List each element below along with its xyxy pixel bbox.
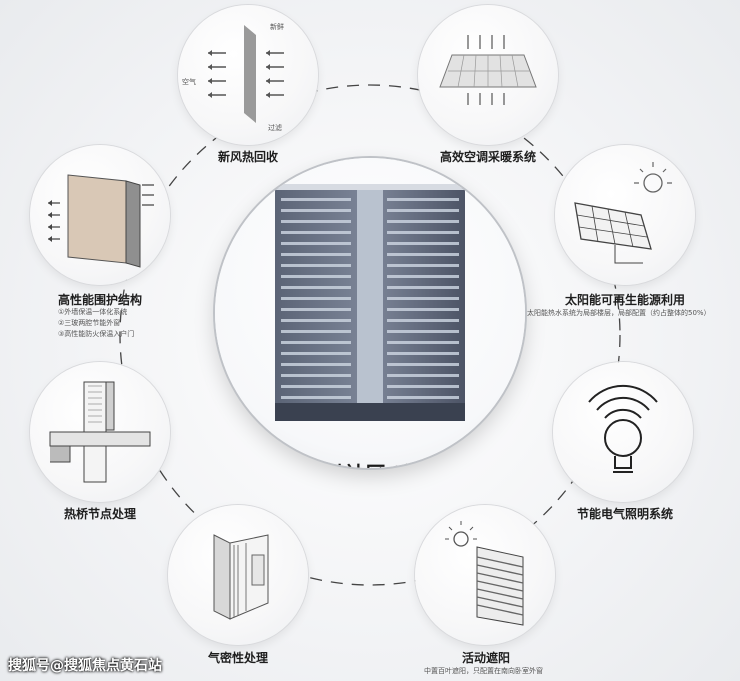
- envelope-note-3: ③高性能防火保温入户门: [58, 330, 135, 338]
- insulated-wall-icon: [48, 174, 154, 268]
- envelope-circle: [30, 145, 170, 285]
- building-floor-band: [387, 220, 459, 223]
- building-floor-band: [387, 308, 459, 311]
- building-floor-band: [281, 297, 351, 300]
- building-floor-band: [281, 231, 351, 234]
- building-floor-band: [281, 319, 351, 322]
- wall-section-icon: [49, 381, 151, 483]
- tag-fresh: 新鲜: [270, 23, 284, 31]
- shading-label: 活动遮阳: [461, 651, 511, 665]
- hvac-label: 高效空调采暖系统: [439, 150, 537, 164]
- building-floor-band: [387, 286, 459, 289]
- envelope-note-2: ②三玻两腔节能外窗: [58, 319, 121, 327]
- fresh-air-label: 新风热回收: [217, 150, 279, 164]
- building-floor-band: [387, 396, 459, 399]
- building-floor-band: [387, 385, 459, 388]
- envelope-label: 高性能围护结构: [57, 293, 143, 307]
- lightbulb-icon: [588, 385, 658, 473]
- tag-air: 空气: [182, 78, 196, 86]
- hvac-circle: [418, 5, 558, 145]
- solar-note: 太阳能热水系统为局部楼层，局部配置（约占整体的50%）: [527, 309, 711, 317]
- building-floor-band: [387, 330, 459, 333]
- building-floor-band: [281, 352, 351, 355]
- building-floor-band: [281, 209, 351, 212]
- building-floor-band: [281, 286, 351, 289]
- building-floor-band: [387, 297, 459, 300]
- solar-panel-icon: [574, 162, 672, 264]
- building-floor-band: [281, 385, 351, 388]
- building-floor-band: [387, 231, 459, 234]
- envelope-note-1: ①外墙保温一体化系统: [58, 308, 128, 316]
- watermark: 搜狐号@搜狐焦点黄石站: [8, 658, 162, 674]
- shading-note: 中置百叶遮阳，只配置在南向卧室外窗: [424, 667, 543, 675]
- building-floor-band: [281, 275, 351, 278]
- building-floor-band: [387, 319, 459, 322]
- building-floor-band: [281, 363, 351, 366]
- airtight-circle: [168, 505, 308, 645]
- building-floor-band: [281, 308, 351, 311]
- building-floor-band: [387, 275, 459, 278]
- lighting-circle: [553, 362, 693, 502]
- building-floor-band: [387, 264, 459, 267]
- building-floor-band: [387, 341, 459, 344]
- center-title: 世界顶科社区·玖海云天: [215, 458, 525, 468]
- building-floor-band: [387, 209, 459, 212]
- fresh-air-icon: [208, 25, 284, 123]
- sun-shade-icon: [445, 521, 524, 626]
- thermal-bridge-label: 热桥节点处理: [63, 507, 137, 521]
- building-floor-band: [281, 198, 351, 201]
- center-building-circle: 世界顶科社区·玖海云天: [215, 158, 525, 468]
- building-floor-band: [387, 253, 459, 256]
- hvac-icon: [439, 35, 537, 105]
- building-floor-band: [281, 330, 351, 333]
- building-floor-band: [281, 242, 351, 245]
- building-floor-band: [281, 220, 351, 223]
- building-floor-band: [281, 341, 351, 344]
- building-floor-band: [387, 242, 459, 245]
- shading-circle: [415, 505, 555, 645]
- building-floor-band: [281, 264, 351, 267]
- tag-filter: 过滤: [268, 124, 282, 132]
- building-floor-band: [281, 374, 351, 377]
- lighting-label: 节能电气照明系统: [576, 507, 674, 521]
- airtight-label: 气密性处理: [207, 651, 269, 665]
- solar-label: 太阳能可再生能源利用: [564, 293, 686, 307]
- window-frame-icon: [213, 534, 269, 620]
- thermal-bridge-circle: [30, 362, 170, 502]
- building-floor-band: [387, 352, 459, 355]
- building-illustration: [275, 184, 465, 421]
- solar-circle: [555, 145, 695, 285]
- building-floor-band: [387, 198, 459, 201]
- fresh-air-circle: 新鲜 空气 过滤: [178, 5, 318, 145]
- building-floor-band: [387, 363, 459, 366]
- building-floor-band: [281, 396, 351, 399]
- building-floor-band: [387, 374, 459, 377]
- building-floor-band: [281, 253, 351, 256]
